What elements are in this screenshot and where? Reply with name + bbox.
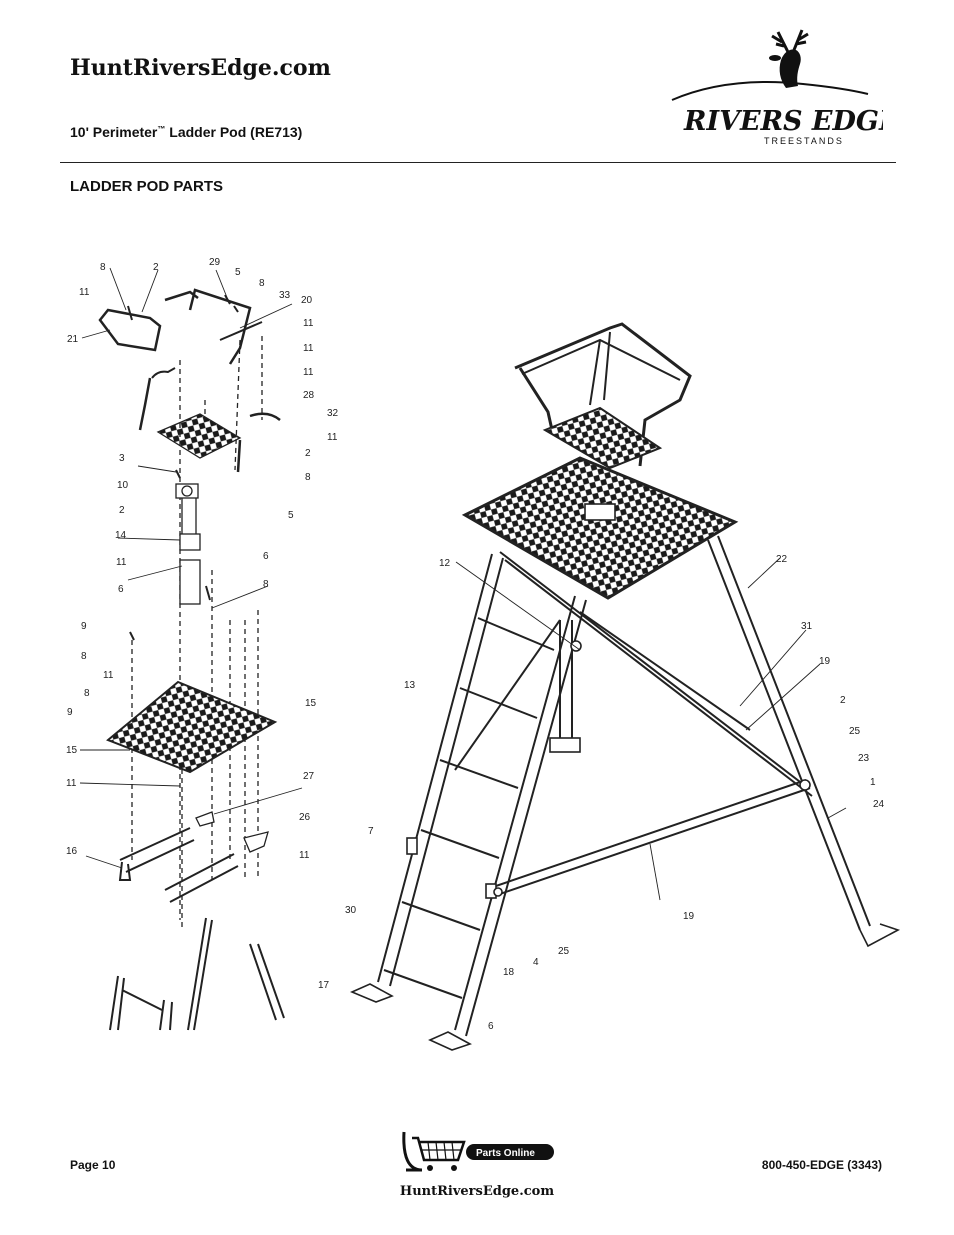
- logo-sub-text: TREESTANDS: [764, 136, 844, 146]
- callout-label: 31: [801, 621, 813, 632]
- callout-label: 9: [67, 707, 73, 718]
- callout-label: 5: [288, 510, 294, 521]
- callout-label: 27: [303, 771, 315, 782]
- phone-number: 800-450-EDGE (3343): [761, 1158, 882, 1172]
- callout-label: 14: [115, 530, 127, 541]
- trademark-mark: ™: [157, 124, 166, 134]
- logo-brand-text: RIVERS EDGE: [683, 106, 883, 137]
- callout-label: 13: [404, 680, 416, 691]
- callout-label: 20: [301, 295, 313, 306]
- callout-label: 8: [81, 651, 87, 662]
- section-title: LADDER POD PARTS: [70, 178, 224, 195]
- callout-label: 2: [840, 695, 846, 706]
- parts-online-badge[interactable]: Parts Online: [398, 1126, 558, 1176]
- callout-label: 11: [303, 367, 314, 378]
- callout-label: 7: [368, 826, 374, 837]
- callout-label: 18: [503, 967, 515, 978]
- callout-label: 17: [318, 980, 330, 991]
- leader-lines: [79, 267, 847, 901]
- callout-label: 11: [116, 557, 127, 568]
- callout-label: 8: [259, 278, 265, 289]
- callout-label: 2: [119, 505, 125, 516]
- callout-label: 8: [305, 472, 311, 483]
- callout-label: 8: [84, 688, 90, 699]
- callout-label: 29: [209, 257, 221, 268]
- site-title: HuntRiversEdge.com: [70, 55, 331, 81]
- callout-label: 6: [118, 584, 124, 595]
- callout-label: 21: [67, 334, 79, 345]
- shopping-cart-icon: [412, 1136, 466, 1162]
- callout-label: 25: [558, 946, 570, 957]
- callout-label: 6: [263, 551, 269, 562]
- callout-labels: 8 2 29 5 8 33 20 11 11 21 11 11 28 32 11…: [66, 257, 885, 1032]
- footer-website[interactable]: HuntRiversEdge.com: [399, 1184, 555, 1199]
- callout-label: 25: [849, 726, 861, 737]
- callout-label: 28: [303, 390, 315, 401]
- parts-diagram: 8 2 29 5 8 33 20 11 11 21 11 11 28 32 11…: [66, 257, 901, 1051]
- callout-label: 12: [439, 558, 451, 569]
- callout-label: 26: [299, 812, 311, 823]
- callout-label: 2: [305, 448, 311, 459]
- callout-label: 11: [299, 850, 310, 861]
- callout-label: 30: [345, 905, 357, 916]
- assembled-view: [349, 322, 901, 1051]
- callout-label: 11: [303, 343, 314, 354]
- callout-label: 3: [119, 453, 125, 464]
- rivers-edge-logo: RIVERS EDGE TREESTANDS: [671, 29, 883, 146]
- product-suffix: Ladder Pod (RE713): [165, 124, 303, 140]
- callout-label: 32: [327, 408, 339, 419]
- callout-label: 22: [776, 554, 788, 565]
- callout-label: 5: [235, 267, 241, 278]
- callout-label: 10: [117, 480, 129, 491]
- page-number: Page 10: [70, 1158, 116, 1172]
- product-title: 10' Perimeter™ Ladder Pod (RE713): [70, 124, 302, 140]
- callout-label: 11: [103, 670, 114, 681]
- parts-online-label: Parts Online: [476, 1148, 535, 1159]
- callout-label: 11: [79, 287, 90, 298]
- callout-label: 6: [488, 1021, 494, 1032]
- callout-label: 4: [533, 957, 539, 968]
- callout-label: 9: [81, 621, 87, 632]
- callout-label: 16: [66, 846, 78, 857]
- callout-label: 33: [279, 290, 291, 301]
- callout-label: 11: [66, 778, 77, 789]
- callout-label: 1: [870, 777, 876, 788]
- callout-label: 2: [153, 262, 159, 273]
- callout-label: 23: [858, 753, 870, 764]
- callout-label: 24: [873, 799, 885, 810]
- callout-label: 15: [66, 745, 78, 756]
- callout-label: 11: [303, 318, 314, 329]
- exploded-view: [98, 288, 285, 1031]
- callout-label: 8: [263, 579, 269, 590]
- callout-label: 11: [327, 432, 338, 443]
- product-name: 10' Perimeter: [70, 124, 158, 140]
- callout-label: 19: [683, 911, 695, 922]
- header-divider: [60, 162, 896, 163]
- callout-label: 15: [305, 698, 317, 709]
- callout-label: 8: [100, 262, 106, 273]
- callout-label: 19: [819, 656, 831, 667]
